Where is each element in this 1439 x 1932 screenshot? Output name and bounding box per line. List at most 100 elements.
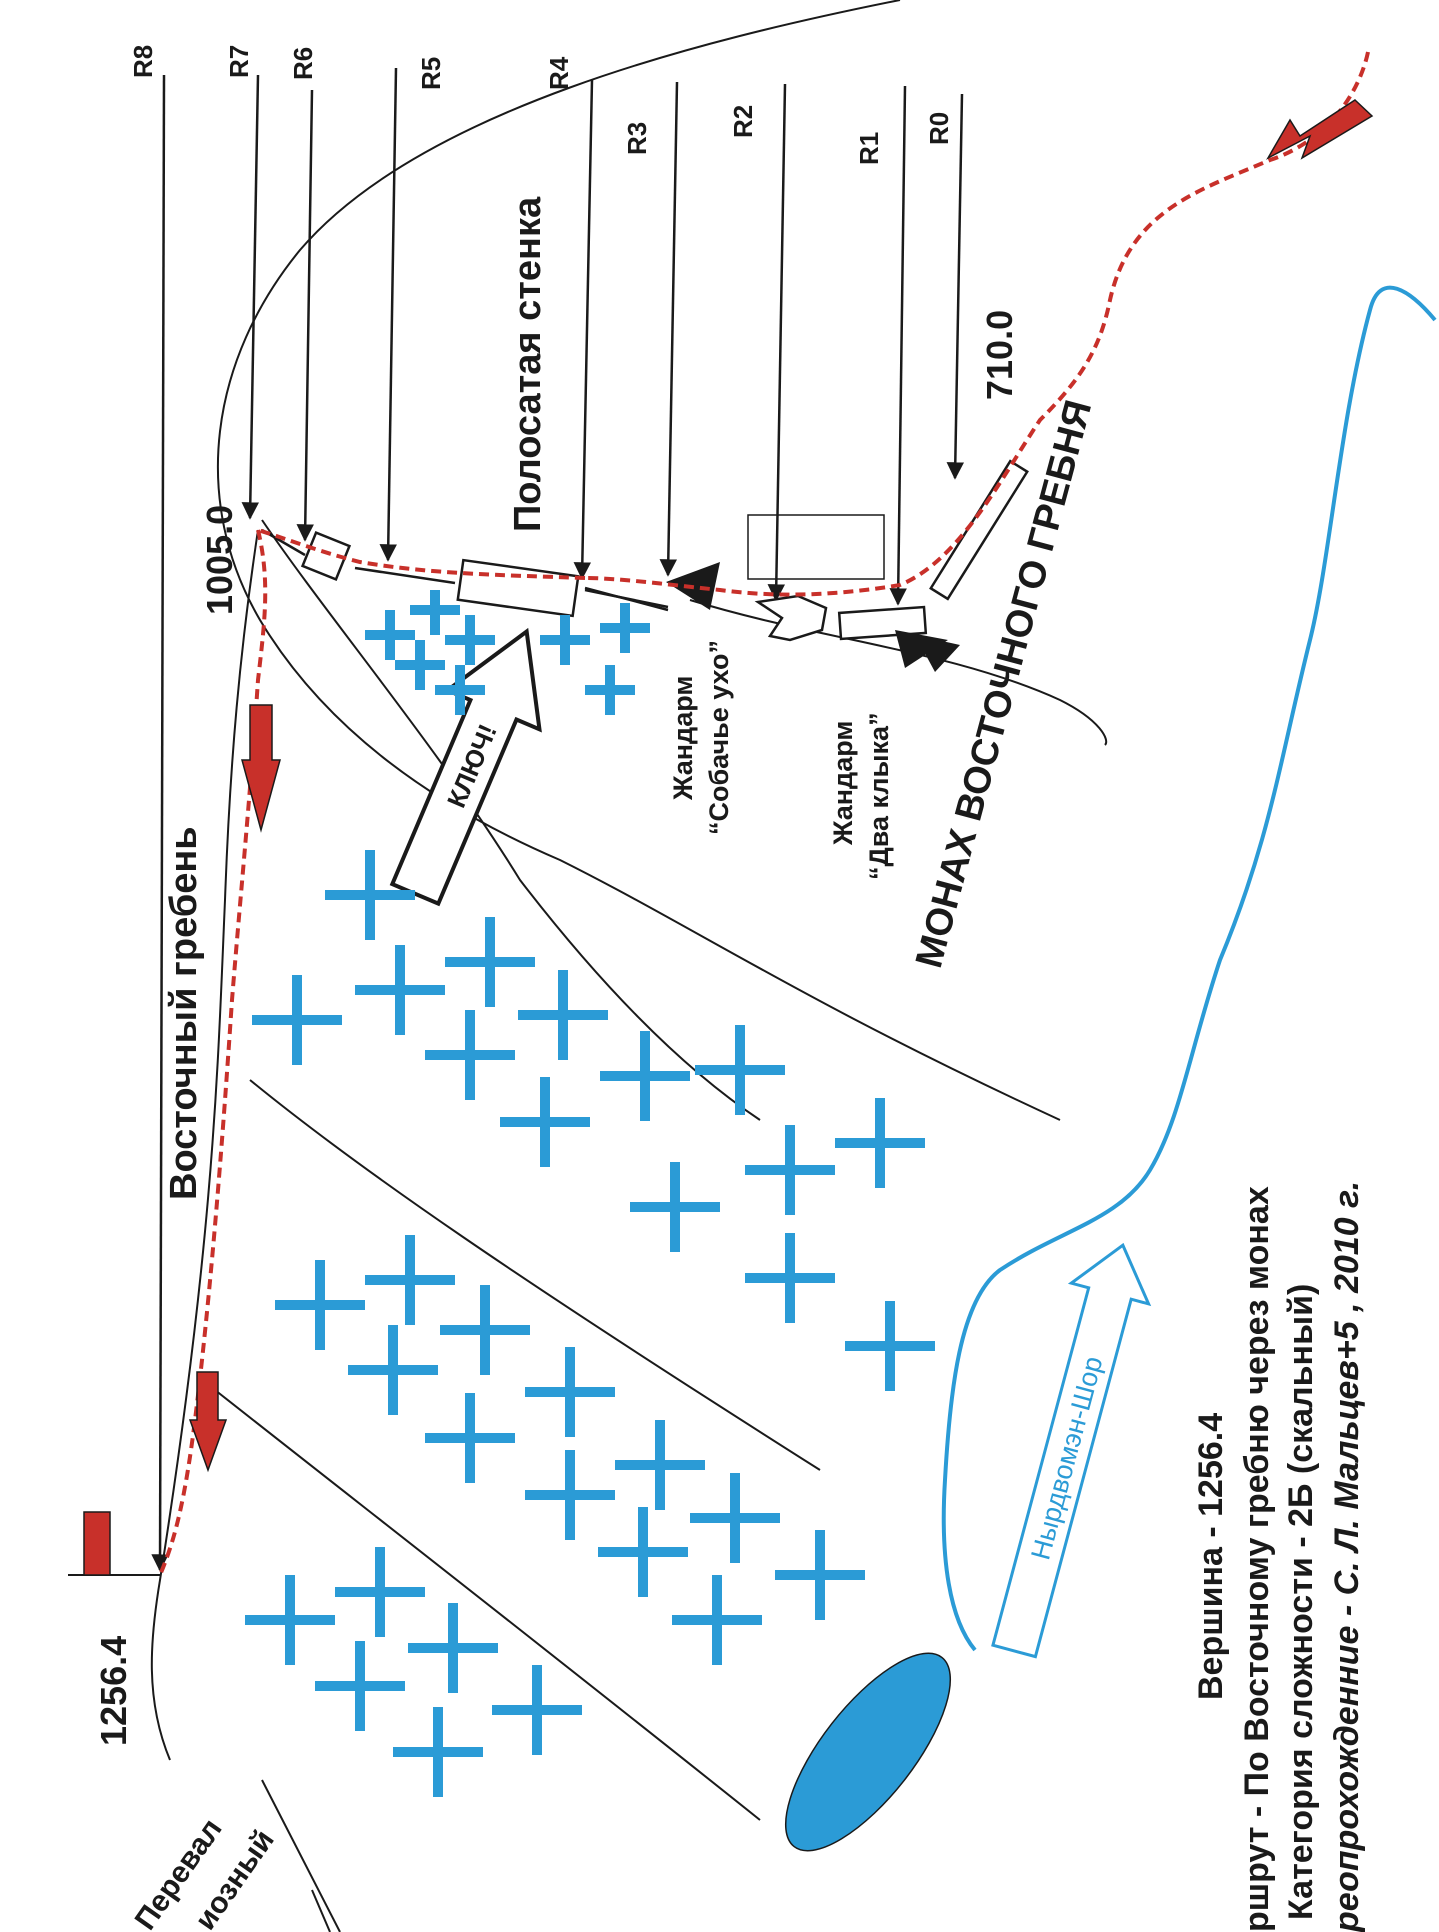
cross: [745, 1233, 835, 1323]
gendarme-fang-block: [837, 605, 928, 641]
pass-line-2: [311, 1889, 331, 1932]
legend-summit: Вершина - 1256.4: [1192, 1413, 1230, 1700]
arrow-r6: [296, 89, 314, 542]
route-approach: [584, 51, 1370, 597]
cross: [355, 945, 445, 1035]
ridge-segment-4: [584, 586, 669, 612]
arrow-r2: [767, 83, 787, 602]
label-r6: R6: [288, 47, 318, 80]
arrow-r3: [659, 81, 679, 577]
cross: [518, 970, 608, 1060]
cross: [348, 1325, 438, 1415]
gendarme-fang-label: Жандарм “Два клыка”: [828, 712, 894, 880]
gendarme-box: [747, 514, 885, 580]
gendarme-fang-line1: Жандарм: [828, 721, 858, 846]
legend-route: ршрут - По Восточному гребню через монах: [1238, 1186, 1276, 1932]
summit-altitude: 1256.4: [93, 1636, 134, 1746]
route-descent: [158, 529, 268, 1576]
cross: [325, 850, 415, 940]
cross: [275, 1260, 365, 1350]
cross: [435, 665, 485, 715]
cross: [600, 603, 650, 653]
label-r4: R4: [544, 56, 574, 90]
river-group: Нырдвомэн-Шор: [784, 285, 1437, 1852]
altitude-710: 710.0: [979, 310, 1020, 400]
cross: [440, 1285, 530, 1375]
pass-line-1: [261, 1779, 341, 1932]
cross: [315, 1641, 405, 1731]
route-path: [158, 51, 1370, 1576]
cross: [445, 917, 535, 1007]
river-line: [941, 285, 1437, 1652]
river-flow-arrow: Нырдвомэн-Шор: [991, 1242, 1152, 1659]
lake: [784, 1652, 952, 1852]
descent-arrow-1: [241, 704, 281, 833]
cross: [245, 1575, 335, 1665]
label-r5: R5: [416, 57, 446, 90]
label-r8: R8: [128, 45, 158, 78]
red-arrows: [188, 99, 1374, 1473]
arrow-labels: R8 R7 R6 R5 R4 R3 R2 R1 R0: [128, 45, 954, 165]
cirque-arc: [217, 0, 1061, 1121]
cross: [395, 640, 445, 690]
ridge-line-lower: [249, 1079, 821, 1471]
ridge-segment-2: [354, 566, 456, 585]
fang-marker-2: [915, 635, 960, 672]
route-arrows: [151, 67, 965, 1572]
cross: [445, 615, 495, 665]
cross: [775, 1530, 865, 1620]
gendarme-fang-line2: “Два клыка”: [864, 712, 894, 880]
striped-wall-label: Полосатая стенка: [507, 196, 549, 532]
ridge-line-upper: [261, 519, 761, 1121]
cross: [845, 1301, 935, 1391]
label-r1: R1: [854, 132, 884, 165]
label-r7: R7: [224, 45, 254, 78]
arrow-r7: [241, 74, 260, 520]
cross: [835, 1098, 925, 1188]
pass-label: Перевал иозный: [129, 1813, 281, 1932]
label-r3: R3: [622, 122, 652, 155]
label-r2: R2: [728, 105, 758, 138]
approach-arrow: [1266, 99, 1374, 160]
east-ridge-line: [150, 529, 259, 1761]
summit-flag: [83, 1511, 111, 1576]
cross: [540, 615, 590, 665]
gendarme-ear-line1: Жандарм: [668, 676, 698, 801]
cross: [425, 1010, 515, 1100]
cross: [745, 1125, 835, 1215]
cross: [393, 1707, 483, 1797]
gendarme-ear-label: Жандарм “Собачье ухо”: [668, 640, 734, 835]
cross: [492, 1665, 582, 1755]
snow-crosses: [245, 590, 935, 1797]
cross: [630, 1162, 720, 1252]
cross: [425, 1393, 515, 1483]
arrow-r4: [573, 79, 594, 580]
ridge-block-small: [300, 530, 352, 582]
label-r0: R0: [924, 112, 954, 145]
legend-first-ascent: реопрохожденние - С. Л. Мальцев+5 , 2010…: [1328, 1181, 1366, 1932]
ridge-line-bottom: [214, 1389, 761, 1821]
altitude-1005: 1005.0: [199, 505, 240, 615]
cross: [252, 975, 342, 1065]
legend: Вершина - 1256.4 ршрут - По Восточному г…: [1192, 1181, 1366, 1932]
cross: [525, 1450, 615, 1540]
descent-arrow-2: [188, 1371, 228, 1473]
arrow-r5: [379, 67, 398, 562]
cross: [672, 1575, 762, 1665]
key-arrow-shape: [389, 627, 542, 907]
cross: [598, 1507, 688, 1597]
cross: [408, 1603, 498, 1693]
cross: [500, 1077, 590, 1167]
route-ridge: [257, 528, 586, 580]
cross: [600, 1031, 690, 1121]
river-arrow-shape: [991, 1242, 1152, 1659]
cross: [690, 1473, 780, 1563]
cross: [585, 665, 635, 715]
east-ridge-label: Восточный гребень: [163, 826, 205, 1200]
cross: [410, 590, 460, 635]
cross: [525, 1347, 615, 1437]
cross: [335, 1547, 425, 1637]
arrow-r0: [946, 93, 965, 480]
arrow-r8: [151, 74, 169, 1572]
